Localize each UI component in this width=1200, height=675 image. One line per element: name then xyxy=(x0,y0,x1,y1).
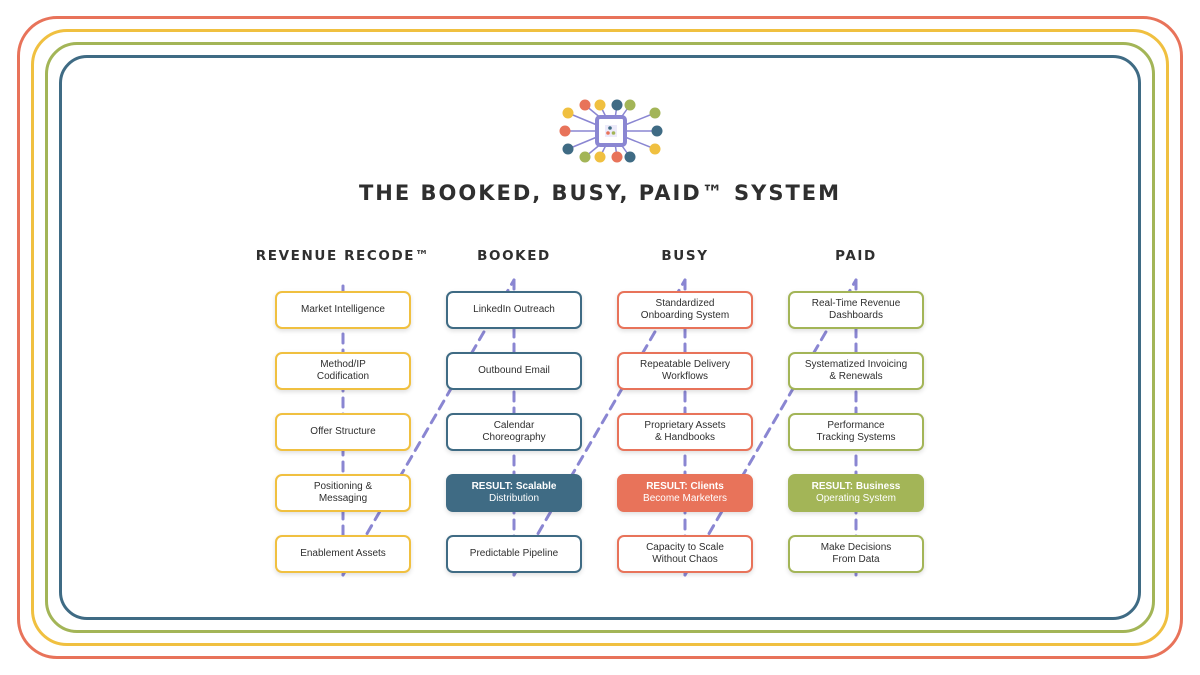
column-heading-busy: BUSY xyxy=(661,248,709,264)
box-label-line-2: Workflows xyxy=(662,371,708,382)
circuit-chip-icon xyxy=(559,99,663,163)
step-box-revenue-recode-4: Positioning &Messaging xyxy=(275,474,411,512)
box-label-line-1: Standardized xyxy=(655,298,715,309)
box-label-line-1: LinkedIn Outreach xyxy=(473,304,555,315)
box-label-line-2: & Renewals xyxy=(829,371,883,382)
box-label-line-1: Market Intelligence xyxy=(301,304,385,315)
box-label-line-1: Outbound Email xyxy=(478,365,550,376)
box-label-line-2: Dashboards xyxy=(829,310,883,321)
box-label-line-1: Proprietary Assets xyxy=(644,420,726,431)
box-label-line-1: Repeatable Delivery xyxy=(639,359,731,370)
step-box-booked-1: LinkedIn Outreach xyxy=(446,291,582,329)
box-label-line-1: RESULT: Clients xyxy=(646,481,724,492)
box-label-line-1: Enablement Assets xyxy=(300,548,386,559)
box-label-line-2: Messaging xyxy=(318,493,368,504)
step-box-revenue-recode-1: Market Intelligence xyxy=(275,291,411,329)
outer-frame-orange xyxy=(17,16,1183,659)
step-box-revenue-recode-3: Offer Structure xyxy=(275,413,411,451)
box-label-line-1: Performance xyxy=(827,420,885,431)
box-label-line-2: Tracking Systems xyxy=(816,432,896,443)
box-label-line-2: Choreography xyxy=(482,432,546,443)
step-box-revenue-recode-5: Enablement Assets xyxy=(275,535,411,573)
box-label-line-1: Make Decisions xyxy=(820,542,892,553)
box-label-line-2: Become Marketers xyxy=(643,493,727,504)
column-heading-revenue-recode: REVENUE RECODE™ xyxy=(255,248,431,264)
box-label-line-2: & Handbooks xyxy=(654,432,716,443)
outer-frame-green xyxy=(45,42,1155,633)
box-label-line-2: From Data xyxy=(832,554,880,565)
box-label-line-2: Codification xyxy=(316,371,370,382)
box-label-line-2: Without Chaos xyxy=(652,554,718,565)
column-heading-booked: BOOKED xyxy=(477,248,551,264)
box-label-line-1: Capacity to Scale xyxy=(646,542,724,553)
box-label-line-2: Distribution xyxy=(488,493,540,504)
diagonal-connector-2 xyxy=(512,278,687,577)
diagonal-connector-1 xyxy=(341,278,516,577)
box-label-line-1: Method/IP xyxy=(320,359,366,370)
page-title: THE BOOKED, BUSY, PAID™ SYSTEM xyxy=(358,181,842,205)
box-label-line-1: RESULT: Scalable xyxy=(471,481,557,492)
box-label-line-1: Positioning & xyxy=(313,481,373,492)
box-label-line-1: Real-Time Revenue xyxy=(811,298,901,309)
box-label-line-1: Calendar xyxy=(493,420,535,431)
column-heading-paid: PAID xyxy=(835,248,877,264)
box-label-line-2: Operating System xyxy=(815,493,897,504)
inner-frame-blue xyxy=(59,55,1141,620)
step-box-busy-3: Proprietary Assets& Handbooks xyxy=(617,413,753,451)
box-label-line-1: Predictable Pipeline xyxy=(469,548,559,559)
diagonal-connector-3 xyxy=(683,278,858,577)
outer-frame-yellow xyxy=(31,29,1169,646)
box-label-line-1: Offer Structure xyxy=(310,426,376,437)
step-box-booked-5: Predictable Pipeline xyxy=(446,535,582,573)
step-box-paid-2: Systematized Invoicing& Renewals xyxy=(788,352,924,390)
box-label-line-1: Systematized Invoicing xyxy=(804,359,908,370)
box-label-line-1: RESULT: Business xyxy=(811,481,901,492)
step-box-booked-2: Outbound Email xyxy=(446,352,582,390)
box-label-line-2: Onboarding System xyxy=(640,310,730,321)
